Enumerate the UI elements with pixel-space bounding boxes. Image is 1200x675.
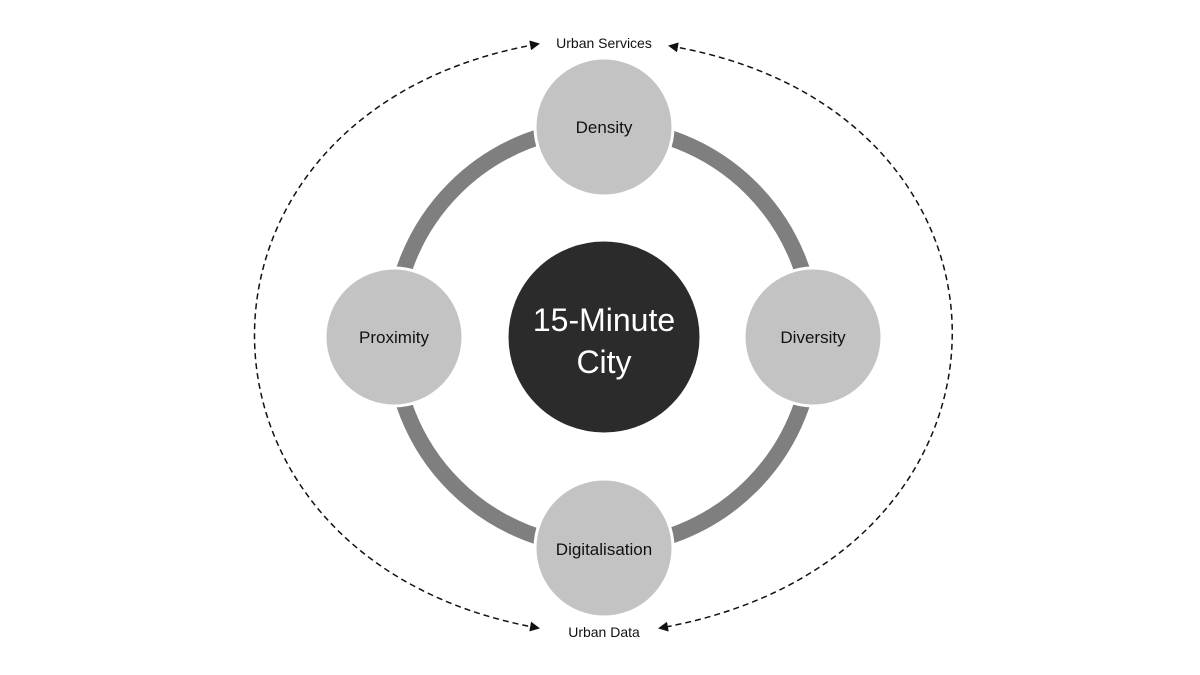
- center-label-line1: 15-Minute: [533, 302, 675, 338]
- center-label-line2: City: [576, 344, 631, 380]
- node-density-label: Density: [576, 118, 633, 137]
- urban-services-label: Urban Services: [556, 35, 652, 51]
- node-diversity: Diversity: [742, 266, 884, 408]
- urban-data-label: Urban Data: [568, 624, 640, 640]
- node-digitalisation: Digitalisation: [533, 477, 675, 619]
- dashed-arrow-right: [658, 42, 953, 632]
- node-diversity-label: Diversity: [780, 328, 846, 347]
- node-proximity-label: Proximity: [359, 328, 429, 347]
- node-digitalisation-label: Digitalisation: [556, 540, 652, 559]
- dashed-arrow-left: [253, 40, 540, 632]
- node-density: Density: [533, 56, 675, 198]
- center-node: 15-Minute City: [505, 238, 703, 436]
- node-proximity: Proximity: [323, 266, 465, 408]
